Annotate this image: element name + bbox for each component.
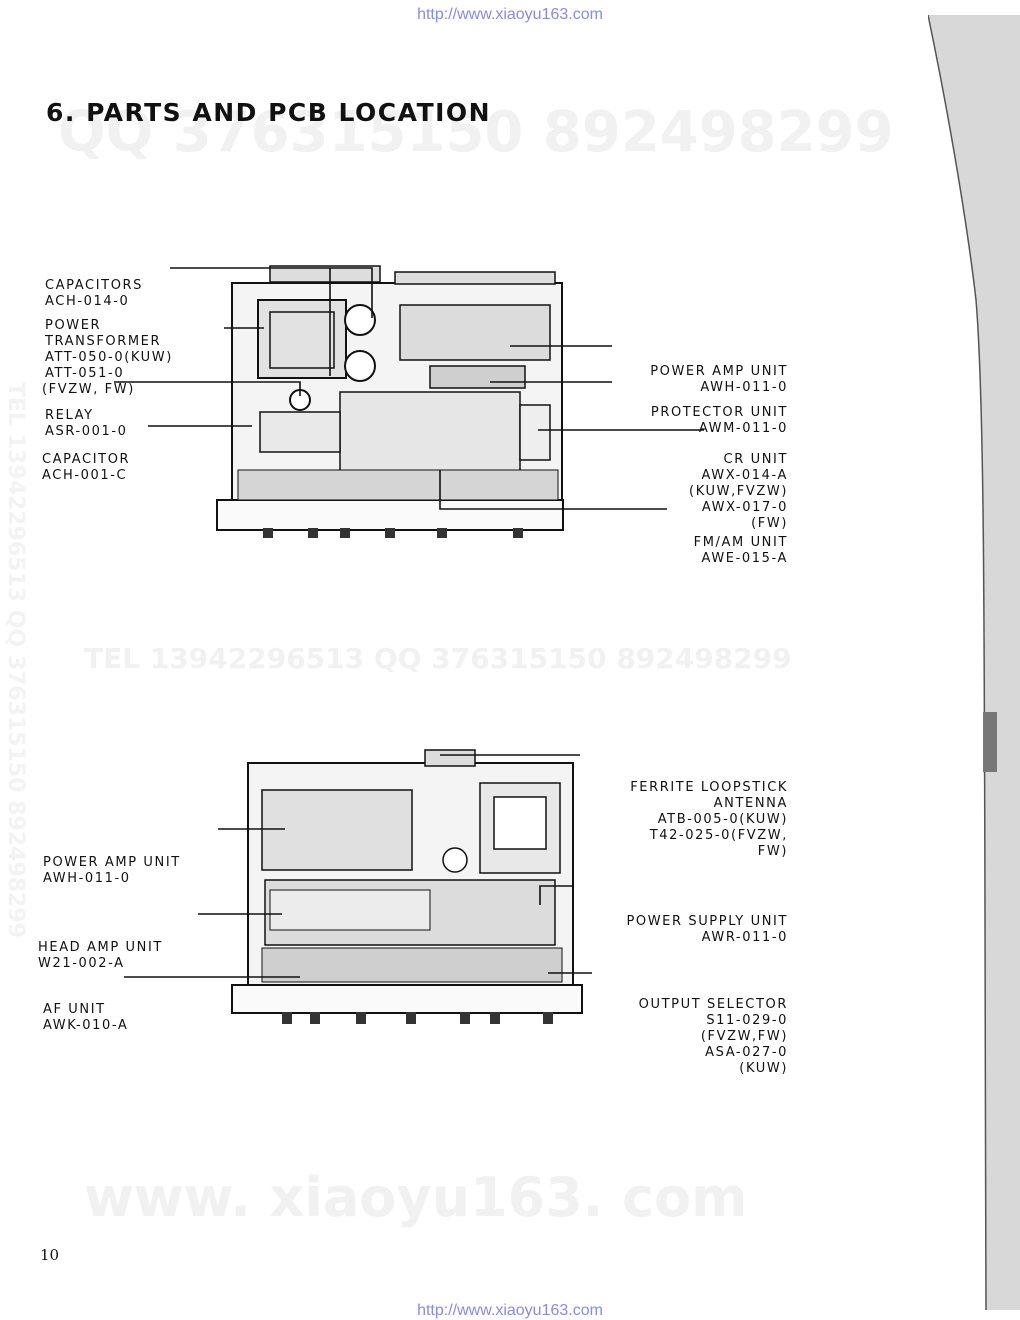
bottom-view-photo (231, 749, 583, 1024)
watermark-middle: TEL 13942296513 QQ 376315150 892498299 (84, 642, 792, 675)
top-view-photo (216, 265, 564, 538)
watermark-bottom: www. xiaoyu163. com (84, 1166, 748, 1229)
header-url[interactable]: http://www.xiaoyu163.com (417, 6, 603, 23)
watermark-vertical: TEL 13942296513 QQ 376315150 892498299 (3, 382, 28, 939)
page-number: 10 (40, 1246, 60, 1264)
page-edge (928, 14, 1020, 1311)
section-title: 6. PARTS AND PCB LOCATION (46, 98, 492, 127)
footer-url[interactable]: http://www.xiaoyu163.com (417, 1302, 603, 1319)
watermark-top: QQ 376315150 892498299 (58, 100, 894, 165)
